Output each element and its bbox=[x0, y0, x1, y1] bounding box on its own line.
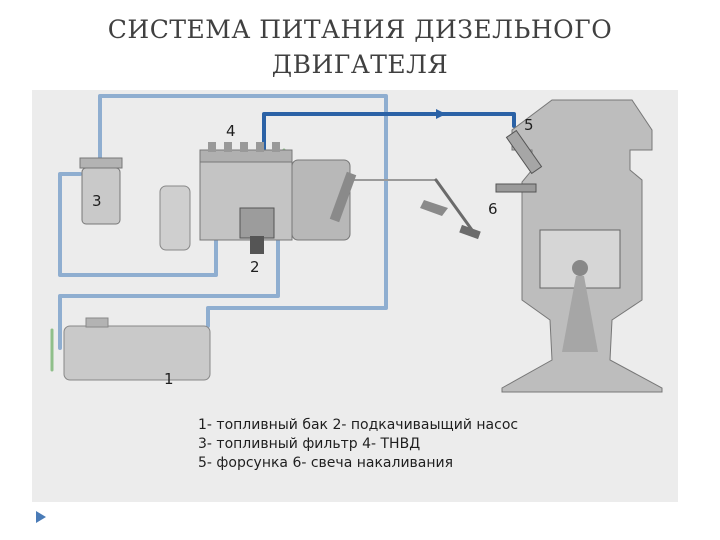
engine-block bbox=[501, 99, 663, 393]
callout-5: 5 bbox=[524, 116, 534, 134]
return-line-to-tank bbox=[206, 148, 388, 328]
slide-title: СИСТЕМА ПИТАНИЯ ДИЗЕЛЬНОГО ДВИГАТЕЛЯ bbox=[0, 12, 720, 82]
glow-plug bbox=[495, 183, 537, 193]
pedal-arm bbox=[434, 178, 474, 232]
fuel-tank bbox=[63, 325, 211, 381]
diagram-legend: 1- топливный бак 2- подкачиваыщий насос … bbox=[198, 416, 518, 473]
piston-pin bbox=[572, 260, 588, 276]
legend-row-3: 5- форсунка 6- свеча накаливания bbox=[198, 455, 454, 471]
pedal-pad bbox=[459, 224, 481, 240]
title-line-1: СИСТЕМА ПИТАНИЯ ДИЗЕЛЬНОГО bbox=[107, 15, 613, 44]
tank-to-feed-pump-line bbox=[58, 238, 280, 350]
fuel-tank-cap bbox=[85, 317, 109, 328]
filter-to-pump-line bbox=[98, 94, 388, 164]
fuel-system-diagram: 1 2 3 4 5 6 bbox=[32, 90, 678, 502]
high-pressure-line bbox=[262, 112, 516, 160]
filter-inlet-line bbox=[58, 172, 82, 232]
title-line-2: ДВИГАТЕЛЯ bbox=[271, 50, 449, 79]
injector bbox=[505, 129, 543, 175]
accelerator-pedal bbox=[420, 200, 448, 216]
play-triangle-icon[interactable] bbox=[35, 509, 47, 528]
fuel-filter bbox=[79, 157, 123, 225]
callout-4: 4 bbox=[226, 122, 236, 140]
drive-pulley bbox=[159, 185, 191, 251]
legend-row-2: 3- топливный фильтр 4- ТНВД bbox=[198, 436, 421, 452]
callout-6: 6 bbox=[488, 200, 498, 218]
connecting-rod bbox=[562, 276, 598, 352]
callout-3: 3 bbox=[92, 192, 102, 210]
filter-outlet-line bbox=[58, 228, 218, 277]
callout-1: 1 bbox=[164, 370, 174, 388]
hp-arrow-head bbox=[436, 109, 446, 119]
legend-row-1: 1- топливный бак 2- подкачиваыщий насос bbox=[198, 417, 519, 433]
feed-pump bbox=[239, 207, 275, 254]
callout-2: 2 bbox=[250, 258, 260, 276]
